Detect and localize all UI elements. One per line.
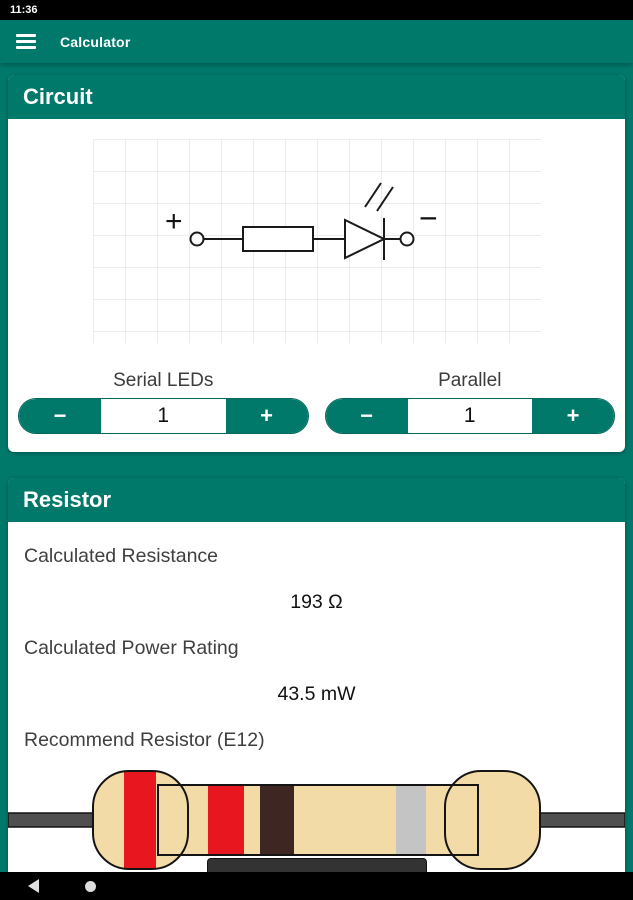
circuit-grid: + −: [92, 139, 541, 343]
resistor-band-3: [260, 771, 294, 869]
resistor-band-4: [396, 771, 426, 869]
serial-leds-value[interactable]: 1: [101, 399, 226, 433]
resistor-card-title: Resistor: [8, 478, 625, 522]
circuit-node-left: [189, 231, 204, 247]
parallel-label: Parallel: [438, 370, 502, 391]
led-light-slash: [363, 182, 382, 208]
plus-terminal-label: +: [165, 205, 183, 238]
circuit-diagram: + −: [165, 182, 438, 260]
back-icon[interactable]: [28, 879, 39, 893]
calculated-resistance-value: 193 Ω: [290, 591, 343, 613]
serial-leds-label: Serial LEDs: [113, 370, 214, 391]
calculated-resistance-label: Calculated Resistance: [24, 545, 219, 567]
serial-decrement-button[interactable]: −: [19, 399, 101, 433]
resistor-band-2: [208, 771, 244, 869]
navigation-bar: [0, 872, 633, 900]
circuit-card-body: + − Serial LEDs Parallel − 1 + − 1 +: [8, 119, 625, 452]
resistor-band-1: [124, 771, 156, 869]
status-time: 11:36: [10, 4, 38, 16]
app-title: Calculator: [60, 33, 131, 50]
calculated-power-label: Calculated Power Rating: [24, 637, 239, 659]
serial-leds-stepper: − 1 +: [18, 398, 309, 434]
parallel-stepper: − 1 +: [324, 398, 615, 434]
minus-terminal-label: −: [419, 200, 438, 236]
recommend-resistor-label: Recommend Resistor (E12): [24, 729, 265, 751]
parallel-value[interactable]: 1: [407, 399, 532, 433]
resistor-card: Resistor Calculated Resistance 193 Ω Cal…: [8, 478, 625, 878]
resistor-symbol: [241, 226, 314, 252]
resistor-graphic: [8, 768, 625, 878]
led-symbol: [343, 218, 386, 260]
app-bar: Calculator: [0, 20, 633, 63]
home-icon[interactable]: [85, 880, 96, 892]
hamburger-menu-icon[interactable]: [16, 34, 36, 49]
circuit-card-title: Circuit: [8, 75, 625, 119]
circuit-card: Circuit + − Seria: [8, 75, 625, 452]
resistor-illustration: [8, 770, 625, 870]
calculated-power-value: 43.5 mW: [277, 683, 356, 705]
parallel-decrement-button[interactable]: −: [325, 399, 408, 433]
status-bar: 11:36: [0, 0, 633, 20]
parallel-increment-button[interactable]: +: [532, 399, 614, 433]
serial-increment-button[interactable]: +: [225, 399, 308, 433]
circuit-node-right: [399, 231, 414, 247]
led-light-slash: [375, 186, 394, 212]
steppers-row: − 1 + − 1 +: [18, 398, 615, 434]
stepper-labels-row: Serial LEDs Parallel: [18, 369, 615, 392]
